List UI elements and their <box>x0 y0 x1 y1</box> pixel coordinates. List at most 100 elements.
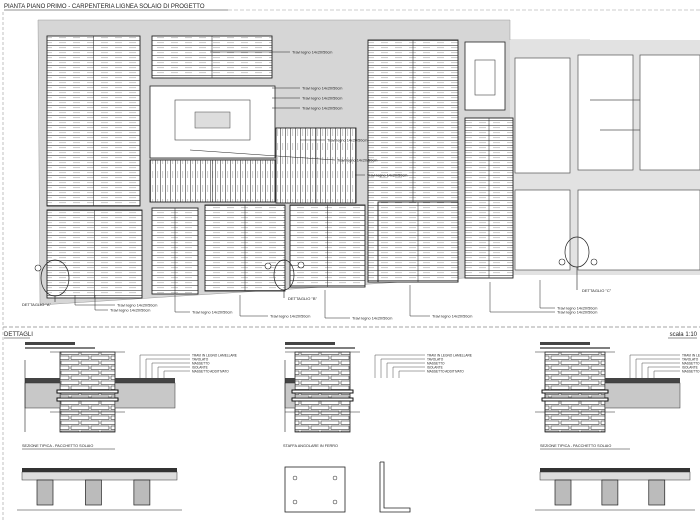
detail-title-bar <box>285 342 335 345</box>
steel-anchor <box>291 397 354 402</box>
leader-line <box>324 290 350 319</box>
beam-label: Travi legno 14x20/50cm <box>557 311 597 315</box>
detail-label-b: DETTAGLIO "B" <box>288 296 318 301</box>
detail-marker-b: DETTAGLIO "B" <box>264 259 318 301</box>
layer-label: ISOLANTE <box>427 366 443 370</box>
detail-title-bar <box>540 342 590 345</box>
plan-title: PIANTA PIANO PRIMO - CARPENTERIA LIGNEA … <box>4 4 205 10</box>
layer-leader <box>145 358 190 378</box>
timber-beam <box>601 479 619 506</box>
layer-leader <box>653 370 680 378</box>
slab-layer <box>24 382 61 409</box>
detail-label-c: DETTAGLIO "C" <box>582 288 612 293</box>
layer-leader <box>398 370 425 378</box>
detail-b: TRAVI IN LEGNO LAMELLARETAVOLATOMASSETTO… <box>284 342 472 433</box>
steel-anchor <box>541 397 609 402</box>
layer-leader <box>635 358 680 378</box>
beam-label: Travi legno 14x20/50cm <box>352 317 392 321</box>
beam-label: Travi legno 14x20/50cm <box>192 311 232 315</box>
steel-anchor <box>56 397 119 402</box>
layer-leader <box>386 362 425 378</box>
stair-central <box>149 85 276 159</box>
leader-line <box>94 295 108 311</box>
section-typical-right: SEZIONE TIPICA - PACCHETTO SOLAIO <box>535 444 695 511</box>
beam-label: Travi legno 14x20/50cm <box>302 97 342 101</box>
layer-label: MASSETTO ADDITIVATO <box>427 370 464 374</box>
beam-label: Travi legno 14x20/50cm <box>367 174 407 178</box>
timber-beam <box>648 479 666 506</box>
floor-screed <box>25 378 60 383</box>
section-deck <box>21 471 178 481</box>
leader-line <box>409 285 430 317</box>
layer-label: ISOLANTE <box>192 366 208 370</box>
bolt-hole <box>292 499 298 505</box>
layer-leader <box>629 354 680 378</box>
leader-line <box>239 295 268 317</box>
leader-line <box>539 280 555 309</box>
beam-label: Travi legno 14x20/50cm <box>432 315 472 319</box>
layer-label: TAVOLATO <box>192 358 209 362</box>
floor-panels <box>46 35 514 299</box>
section-title: SEZIONE TIPICA - PACCHETTO SOLAIO <box>540 444 611 448</box>
bracket-profile <box>379 461 411 513</box>
beam-label: Travi legno 14x20/50cm <box>327 139 367 143</box>
timber-beam <box>133 479 151 506</box>
detail-a: TRAVI IN LEGNO LAMELLARETAVOLATOMASSETTO… <box>24 342 237 433</box>
bottom-sections: SEZIONE TIPICA - PACCHETTO SOLAIO SEZIONE… <box>17 444 695 513</box>
layer-leader <box>139 354 190 378</box>
scale-note: scala 1:10 <box>670 332 698 338</box>
layer-label: TAVOLATO <box>682 358 699 362</box>
detail-sections: TRAVI IN LEGNO LAMELLARETAVOLATOMASSETTO… <box>24 342 700 433</box>
bolt-hole <box>332 475 338 481</box>
floor-screed <box>115 378 175 383</box>
layer-label: MASSETTO <box>427 362 445 366</box>
steel-anchor <box>541 389 609 394</box>
layer-label: TRAVI IN LEGNO LAMELLARE <box>427 354 472 358</box>
steel-anchor <box>291 389 354 394</box>
slab-layer <box>284 382 296 409</box>
layer-label: TAVOLATO <box>427 358 444 362</box>
timber-beam <box>36 479 54 506</box>
leader-line <box>489 282 555 313</box>
leader-line <box>174 295 190 313</box>
section-screed <box>22 468 177 472</box>
bolt-hole <box>292 475 298 481</box>
layer-leader <box>374 354 425 378</box>
layer-leader <box>163 370 190 378</box>
layer-leader <box>380 358 425 378</box>
section-deck <box>539 471 691 481</box>
section-title: SEZIONE TIPICA - PACCHETTO SOLAIO <box>22 444 93 448</box>
layer-label: MASSETTO ADDITIVATO <box>682 370 700 374</box>
layer-leader <box>641 362 680 378</box>
floor-screed <box>605 378 680 383</box>
slab-layer <box>604 382 681 409</box>
beam-label: Travi legno 14x20/50cm <box>302 107 342 111</box>
detail-c: TRAVI IN LEGNO LAMELLARETAVOLATOMASSETTO… <box>535 342 700 433</box>
layer-leader <box>392 366 425 378</box>
existing-rooms <box>514 54 700 271</box>
leader-line <box>74 295 115 306</box>
slab-layer <box>114 382 176 409</box>
layer-label: MASSETTO <box>192 362 210 366</box>
beam-label: Travi legno 14x20/50cm <box>557 307 597 311</box>
layer-leader <box>647 366 680 378</box>
steel-anchor <box>56 389 119 394</box>
details-title: DETTAGLI <box>4 332 33 338</box>
beam-label: Travi legno 14x20/50cm <box>337 159 377 163</box>
angle-bracket: STAFFA ANGOLARE IN FERRO <box>283 444 411 513</box>
timber-beam <box>554 479 572 506</box>
layer-label: ISOLANTE <box>682 366 698 370</box>
floor-screed <box>285 378 295 383</box>
beam-label: Travi legno 14x20/50cm <box>110 309 150 313</box>
bolt-hole <box>332 499 338 505</box>
beam-label: Travi legno 14x20/50cm <box>270 315 310 319</box>
timber-beam <box>85 479 102 506</box>
beam-label: Travi legno 14x20/50cm <box>117 304 157 308</box>
leader-line <box>189 149 336 161</box>
section-screed <box>540 468 690 472</box>
detail-marker-a: DETTAGLIO "A" <box>22 259 70 307</box>
beam-label: Travi legno 14x20/50cm <box>292 51 332 55</box>
section-title: STAFFA ANGOLARE IN FERRO <box>283 444 338 448</box>
